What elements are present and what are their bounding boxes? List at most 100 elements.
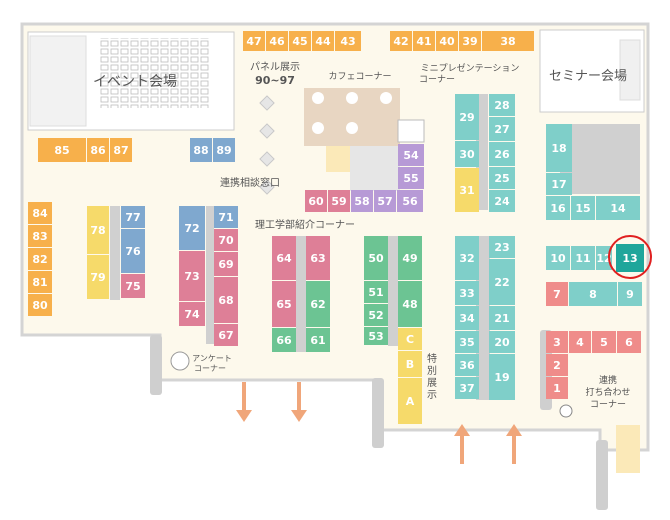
booth-10[interactable]: 10 (546, 246, 570, 270)
booth-2[interactable]: 2 (546, 354, 568, 376)
booth-38[interactable]: 38 (482, 31, 534, 51)
booth-34[interactable]: 34 (455, 306, 479, 330)
booth-76[interactable]: 76 (121, 229, 145, 273)
booth-7[interactable]: 7 (546, 282, 568, 306)
booth-40[interactable]: 40 (436, 31, 458, 51)
booth-17[interactable]: 17 (546, 173, 572, 195)
booth-78[interactable]: 78 (87, 206, 109, 254)
booth-66[interactable]: 66 (272, 328, 296, 352)
booth-51[interactable]: 51 (364, 281, 388, 303)
booth-52[interactable]: 52 (364, 304, 388, 326)
booth-22[interactable]: 22 (489, 259, 515, 305)
booth-3[interactable]: 3 (546, 331, 568, 353)
booth-57[interactable]: 57 (374, 190, 396, 212)
booth-73[interactable]: 73 (179, 251, 205, 301)
booth-47[interactable]: 47 (243, 31, 265, 51)
cafe-corner[interactable]: カフェコーナー (304, 71, 400, 191)
booth-54[interactable]: 54 (398, 144, 424, 166)
booth-59[interactable]: 59 (328, 190, 350, 212)
booth-63[interactable]: 63 (306, 236, 330, 280)
booth-56[interactable]: 56 (397, 190, 423, 212)
booth-32[interactable]: 32 (455, 236, 479, 280)
mini-presentation-corner[interactable]: ミニプレゼンテーション コーナー (397, 62, 519, 143)
seminar-hall[interactable]: セミナー会場 (539, 29, 645, 113)
booth-62[interactable]: 62 (306, 281, 330, 327)
booth-84[interactable]: 84 (28, 202, 52, 224)
booth-85[interactable]: 85 (38, 138, 86, 162)
booth-14[interactable]: 14 (596, 196, 640, 220)
booth-86[interactable]: 86 (87, 138, 109, 162)
booth-58[interactable]: 58 (351, 190, 373, 212)
booth-31[interactable]: 31 (455, 168, 479, 212)
booth-box (214, 252, 238, 276)
booth-82[interactable]: 82 (28, 248, 52, 270)
booth-37[interactable]: 37 (455, 377, 479, 399)
booth-49[interactable]: 49 (398, 236, 422, 280)
booth-16[interactable]: 16 (546, 196, 570, 220)
booth-71[interactable]: 71 (214, 206, 238, 228)
booth-25[interactable]: 25 (489, 167, 515, 189)
booth-8[interactable]: 8 (569, 282, 617, 306)
booth-87[interactable]: 87 (110, 138, 132, 162)
booth-72[interactable]: 72 (179, 206, 205, 250)
booth-9[interactable]: 9 (618, 282, 642, 306)
booth-6[interactable]: 6 (617, 331, 641, 353)
booth-45[interactable]: 45 (289, 31, 311, 51)
booth-21[interactable]: 21 (489, 306, 515, 330)
booth-68[interactable]: 68 (214, 277, 238, 323)
booth-60[interactable]: 60 (305, 190, 327, 212)
booth-41[interactable]: 41 (413, 31, 435, 51)
booth-13[interactable]: 13 (616, 244, 644, 272)
booth-67[interactable]: 67 (214, 324, 238, 346)
booth-15[interactable]: 15 (571, 196, 595, 220)
booth-43[interactable]: 43 (335, 31, 361, 51)
panel-exhibit[interactable]: パネル展示 90~97 (250, 61, 300, 195)
booth-74[interactable]: 74 (179, 302, 205, 326)
booth-19[interactable]: 19 (489, 354, 515, 400)
booth-C[interactable]: C (398, 328, 422, 350)
booth-33[interactable]: 33 (455, 281, 479, 305)
booth-35[interactable]: 35 (455, 331, 479, 353)
booth-44[interactable]: 44 (312, 31, 334, 51)
survey-corner[interactable]: アンケート コーナー (170, 351, 232, 373)
booth-5[interactable]: 5 (592, 331, 616, 353)
booth-64[interactable]: 64 (272, 236, 296, 280)
booth-12[interactable]: 12 (596, 246, 612, 270)
booth-80[interactable]: 80 (28, 294, 52, 316)
booth-69[interactable]: 69 (214, 252, 238, 276)
booth-29[interactable]: 29 (455, 94, 479, 140)
booth-27[interactable]: 27 (489, 117, 515, 141)
booth-65[interactable]: 65 (272, 281, 296, 327)
booth-89[interactable]: 89 (213, 138, 235, 162)
booth-70[interactable]: 70 (214, 229, 238, 251)
booth-20[interactable]: 20 (489, 331, 515, 353)
booth-81[interactable]: 81 (28, 271, 52, 293)
booth-48[interactable]: 48 (398, 281, 422, 327)
booth-79[interactable]: 79 (87, 255, 109, 299)
booth-36[interactable]: 36 (455, 354, 479, 376)
booth-28[interactable]: 28 (489, 94, 515, 116)
booth-4[interactable]: 4 (569, 331, 591, 353)
booth-26[interactable]: 26 (489, 142, 515, 166)
booth-83[interactable]: 83 (28, 225, 52, 247)
booth-88[interactable]: 88 (190, 138, 212, 162)
booth-46[interactable]: 46 (266, 31, 288, 51)
booth-11[interactable]: 11 (571, 246, 595, 270)
booth-61[interactable]: 61 (306, 328, 330, 352)
booth-A[interactable]: A (398, 378, 422, 424)
booth-53[interactable]: 53 (364, 327, 388, 345)
booth-30[interactable]: 30 (455, 141, 479, 167)
booth-23[interactable]: 23 (489, 236, 515, 258)
meeting-corner[interactable]: 連携 打ち合わせ コーナー (559, 374, 640, 473)
booth-1[interactable]: 1 (546, 377, 568, 399)
booth-77[interactable]: 77 (121, 206, 145, 228)
booth-42[interactable]: 42 (390, 31, 412, 51)
booth-24[interactable]: 24 (489, 190, 515, 212)
booth-18[interactable]: 18 (546, 124, 572, 172)
booth-50[interactable]: 50 (364, 236, 388, 280)
booth-55[interactable]: 55 (398, 167, 424, 189)
booth-39[interactable]: 39 (459, 31, 481, 51)
event-hall[interactable]: イベント会場 (27, 31, 235, 131)
booth-75[interactable]: 75 (121, 274, 145, 298)
booth-B[interactable]: B (398, 351, 422, 377)
